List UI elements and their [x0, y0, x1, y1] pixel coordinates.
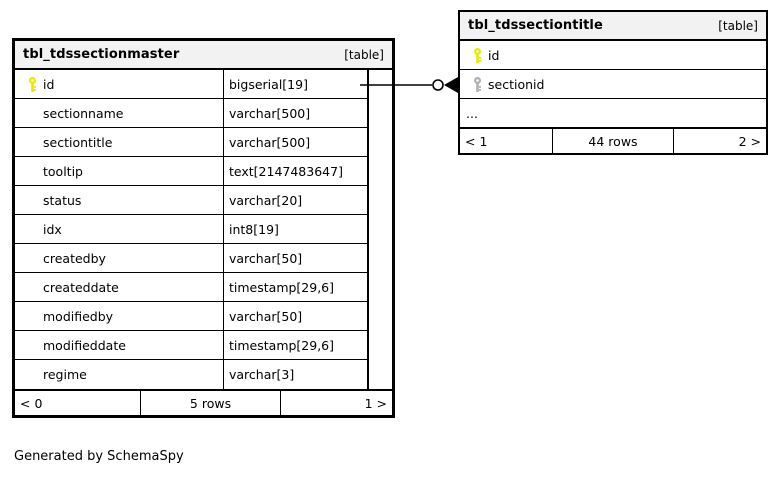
table-type-tag: [table]	[718, 18, 758, 33]
column-name: idx	[43, 221, 62, 237]
table-pager: < 1 44 rows 2 >	[460, 127, 766, 153]
column-name: sectiontitle	[43, 134, 113, 150]
column-name-cell: sectionid	[460, 70, 766, 98]
column-type: varchar[50]	[224, 244, 368, 272]
table-row[interactable]: sectiontitle varchar[500]	[15, 128, 392, 157]
foreign-key-icon	[466, 76, 488, 92]
table-row[interactable]: sectionid	[460, 70, 766, 99]
table-row[interactable]: tooltip text[2147483647]	[15, 157, 392, 186]
pager-prev-button[interactable]: < 1	[460, 129, 553, 153]
column-name: createdby	[43, 250, 106, 266]
column-name-cell: modifiedby	[15, 302, 224, 330]
column-name-cell: status	[15, 186, 224, 214]
pager-next-button[interactable]: 2 >	[738, 133, 761, 149]
column-name: modifieddate	[43, 337, 126, 353]
pager-next-button[interactable]: 1 >	[364, 395, 387, 411]
table-header: tbl_tdssectionmaster [table]	[15, 41, 392, 70]
column-name: createddate	[43, 279, 119, 295]
column-type: varchar[500]	[224, 99, 368, 127]
table-header: tbl_tdssectiontitle [table]	[460, 12, 766, 41]
column-type: bigserial[19]	[224, 70, 368, 98]
column-type: int8[19]	[224, 215, 368, 243]
table-row[interactable]: createddate timestamp[29,6]	[15, 273, 392, 302]
column-name-cell: sectiontitle	[15, 128, 224, 156]
table-row[interactable]: sectionname varchar[500]	[15, 99, 392, 128]
table-row[interactable]: modifieddate timestamp[29,6]	[15, 331, 392, 360]
column-name: regime	[43, 367, 87, 382]
table-columns: id bigserial[19] sectionname varchar[500…	[15, 70, 392, 389]
table-row[interactable]: id bigserial[19]	[15, 70, 392, 99]
table-spare-column	[368, 70, 392, 389]
column-name-cell: idx	[15, 215, 224, 243]
column-name: id	[488, 47, 500, 63]
column-name-cell: tooltip	[15, 157, 224, 185]
primary-key-icon	[466, 47, 488, 63]
column-name-cell: regime	[15, 360, 224, 389]
table-pager: < 0 5 rows 1 >	[15, 389, 392, 415]
column-type: varchar[20]	[224, 186, 368, 214]
table-tbl-tdssectionmaster[interactable]: tbl_tdssectionmaster [table]	[12, 38, 395, 418]
pager-prev-button[interactable]: < 0	[15, 391, 141, 415]
column-name: sectionname	[43, 105, 124, 121]
table-title: tbl_tdssectiontitle	[468, 18, 603, 33]
column-name: status	[43, 192, 82, 208]
table-tbl-tdssectiontitle[interactable]: tbl_tdssectiontitle [table]	[458, 10, 768, 155]
column-type: varchar[50]	[224, 302, 368, 330]
column-name: modifiedby	[43, 308, 114, 324]
table-row[interactable]: modifiedby varchar[50]	[15, 302, 392, 331]
table-row[interactable]: id	[460, 41, 766, 70]
column-name-cell: createddate	[15, 273, 224, 301]
column-type: text[2147483647]	[224, 157, 368, 185]
column-name-cell: id	[460, 41, 766, 69]
table-row[interactable]: regime varchar[3]	[15, 360, 392, 389]
table-row[interactable]: idx int8[19]	[15, 215, 392, 244]
table-row[interactable]: createdby varchar[50]	[15, 244, 392, 273]
table-title: tbl_tdssectionmaster	[23, 47, 180, 62]
column-name-cell: createdby	[15, 244, 224, 272]
column-type: timestamp[29,6]	[224, 331, 368, 359]
primary-key-icon	[21, 76, 43, 92]
column-type: varchar[3]	[224, 360, 368, 389]
table-columns: id sectionid	[460, 41, 766, 127]
column-name: id	[43, 76, 55, 92]
column-type: timestamp[29,6]	[224, 273, 368, 301]
column-name: sectionid	[488, 76, 545, 92]
column-name: tooltip	[43, 163, 83, 179]
generated-by-credit: Generated by SchemaSpy	[14, 449, 184, 464]
pager-row-count: 44 rows	[553, 129, 674, 153]
column-name-cell: sectionname	[15, 99, 224, 127]
table-row[interactable]: status varchar[20]	[15, 186, 392, 215]
column-name-cell: id	[15, 70, 224, 98]
column-type: varchar[500]	[224, 128, 368, 156]
pager-row-count: 5 rows	[141, 391, 281, 415]
column-name-cell: modifieddate	[15, 331, 224, 359]
more-columns-ellipsis: ...	[466, 105, 478, 121]
table-type-tag: [table]	[344, 47, 384, 62]
